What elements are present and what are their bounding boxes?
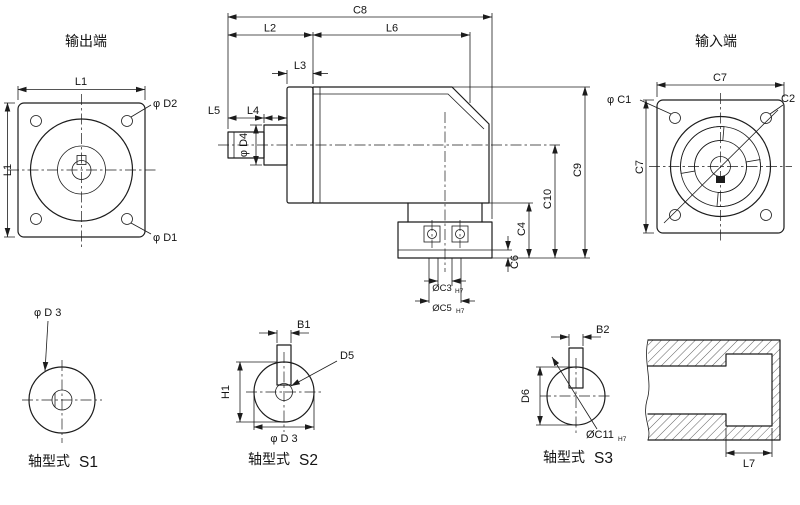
s2-bore-circle <box>275 383 293 401</box>
dim-c10-label: C10 <box>542 189 554 209</box>
dim-c8-label: C8 <box>353 5 367 17</box>
s2-shaft-circle <box>253 361 315 423</box>
s1-bore-circle <box>51 389 73 411</box>
output-end-title: 输出端 <box>65 33 107 49</box>
s2-keyway <box>276 344 292 386</box>
section-hatch <box>648 340 780 440</box>
output-end-dimensions: L1 L1 φ D2 φ D1 <box>2 76 177 244</box>
dim-c6-label: C6 <box>509 255 521 269</box>
lower-flange <box>397 221 493 259</box>
output-keyway <box>76 155 87 165</box>
clamp-hatch-upper <box>680 126 725 174</box>
dim-c5-label: ØC5 <box>432 303 452 314</box>
dim-d5-label: D5 <box>340 350 354 362</box>
section-bore-outline <box>647 353 773 427</box>
dim-s1-d3-label: φ D 3 <box>34 307 61 319</box>
pcd-diagonal <box>663 109 779 224</box>
s1-type-label: 轴型式 <box>28 453 70 469</box>
input-pilot-circle <box>669 115 772 218</box>
lower-flange-slots <box>423 225 469 243</box>
output-hub-circle <box>57 145 106 195</box>
gearbox-body <box>312 86 490 204</box>
output-pilot-circle <box>29 118 134 222</box>
hollow-bore-section: L7 <box>645 339 781 470</box>
dim-c4-label: C4 <box>516 222 528 236</box>
slot-axes <box>431 220 461 248</box>
dim-c11-label: ØC11 <box>586 429 614 441</box>
body-inner-top <box>313 93 485 130</box>
dim-b2-label: B2 <box>596 324 609 336</box>
dim-c11-fit-label: H7 <box>618 436 627 443</box>
s3-keyway <box>568 347 584 389</box>
dim-c5-fit-label: H7 <box>456 308 465 315</box>
s1-code-label: S1 <box>79 454 98 471</box>
dim-c9-label: C9 <box>572 163 584 177</box>
dim-l7-label: L7 <box>743 458 755 470</box>
dim-d4-label: φ D4 <box>238 133 250 157</box>
break-line <box>645 339 650 441</box>
s2-type-label: 轴型式 <box>248 451 290 467</box>
dim-s2-d3-label: φ D 3 <box>270 433 297 445</box>
s3-code-label: S3 <box>594 450 613 467</box>
output-flange-outline <box>17 102 146 238</box>
dim-d2-label: φ D2 <box>153 98 177 110</box>
s3-dimensions: B2 ØC11 H7 D6 <box>520 324 627 443</box>
input-keyway <box>716 176 725 183</box>
input-end-dimensions: C7 C7 φ C1 C2 <box>607 72 795 234</box>
section-outline <box>647 339 781 441</box>
s1-shaft-circle <box>28 366 96 434</box>
dim-c1-label: φ C1 <box>607 94 631 106</box>
shaft-s2-view: B1 D5 H1 φ D 3 轴型式 S2 <box>220 319 354 469</box>
dim-c2-label: C2 <box>781 93 795 105</box>
dim-l6-label: L6 <box>386 23 398 35</box>
s2-d5-leader <box>290 360 338 387</box>
input-end-view: 输入端 C7 C7 φ C1 C2 <box>607 33 795 242</box>
dim-c3-fit-label: H7 <box>455 288 464 295</box>
side-view: C8 L2 L6 L3 L5 L4 φ D4 C9 <box>208 5 590 315</box>
input-bolt-holes <box>669 112 772 221</box>
s3-type-label: 轴型式 <box>543 449 585 465</box>
dim-l3-label: L3 <box>294 60 306 72</box>
dim-c3-label: ØC3 <box>432 283 452 294</box>
s1-d3-leader <box>42 320 49 372</box>
centerlines <box>22 360 102 443</box>
dim-l1-left-label: L1 <box>2 164 14 176</box>
s3-c11-leader <box>551 356 598 430</box>
s2-code-label: S2 <box>299 452 318 469</box>
dim-l2-label: L2 <box>264 23 276 35</box>
s2-dimensions: B1 D5 H1 φ D 3 <box>220 319 354 445</box>
clamp-hatch-lower <box>716 159 761 207</box>
side-view-dimensions: C8 L2 L6 L3 L5 L4 φ D4 C9 <box>208 5 590 315</box>
lower-neck <box>407 202 483 223</box>
s3-shaft-circle <box>546 366 606 426</box>
input-flange-outline <box>656 99 785 234</box>
shaft-s1-view: φ D 3 轴型式 S1 <box>22 307 102 471</box>
input-end-title: 输入端 <box>695 33 737 49</box>
shaft-s3-view: B2 ØC11 H7 D6 轴型式 S3 <box>520 324 627 467</box>
dim-c7-top-label: C7 <box>713 72 727 84</box>
output-end-view: 输出端 L1 L1 φ D2 φ D1 <box>2 33 177 249</box>
dim-l4-label: L4 <box>247 105 259 117</box>
output-shaft-bore <box>71 160 92 180</box>
dim-l5-label: L5 <box>208 105 220 117</box>
output-bolt-holes <box>30 115 133 225</box>
dim-d1-label: φ D1 <box>153 232 177 244</box>
dim-b1-label: B1 <box>297 319 310 331</box>
centerlines <box>246 352 322 432</box>
dim-c7-left-label: C7 <box>634 160 646 174</box>
l7-dimension: L7 <box>725 428 773 470</box>
dim-l1-top-label: L1 <box>75 76 87 88</box>
dim-h1-label: H1 <box>220 385 232 399</box>
dim-d6-label: D6 <box>520 389 532 403</box>
